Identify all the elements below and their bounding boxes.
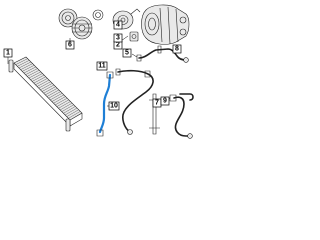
callout-5: 5 (122, 48, 132, 58)
callout-8-label: 8 (175, 46, 179, 53)
condenser-fin (56, 99, 69, 107)
callout-1: 1 (3, 48, 13, 58)
callout-1-label: 1 (6, 50, 10, 57)
condenser-fin (43, 86, 56, 94)
callout-6-label: 6 (68, 42, 72, 49)
condenser-fin (50, 93, 63, 101)
condenser-fin (66, 109, 79, 117)
condenser-fin (38, 81, 51, 89)
suction-hose-part (115, 68, 154, 135)
hose-assembly-part (169, 93, 194, 139)
condenser-fin (28, 71, 41, 79)
callout-4-label: 4 (116, 22, 120, 29)
liquid-line-highlight (98, 73, 112, 134)
condenser-fin (32, 74, 45, 82)
condenser-fin (61, 104, 74, 112)
condenser-fin (35, 78, 48, 85)
callout-11: 11 (96, 61, 108, 71)
liquid-line-part (96, 71, 114, 137)
callout-2-label: 2 (116, 42, 120, 49)
callout-7-label: 7 (155, 100, 159, 107)
callout-9-label: 9 (163, 98, 167, 105)
callout-9: 9 (160, 96, 170, 106)
condenser-fin (36, 79, 50, 87)
condenser-fin (25, 68, 38, 75)
condenser-fin (33, 76, 46, 84)
condenser-fin (58, 101, 71, 109)
condenser-fin (41, 84, 55, 92)
fitting-part (129, 31, 139, 42)
callout-4: 4 (113, 20, 123, 30)
bearing-part (92, 9, 104, 21)
condenser-fin (68, 111, 81, 119)
condenser-fin (23, 66, 36, 74)
condenser-fin (53, 96, 66, 104)
condenser-fin (40, 83, 53, 90)
condenser-part (8, 56, 83, 132)
ac-parts-diagram: 1 2 3 4 5 6 7 8 9 10 11 (3, 4, 194, 139)
condenser-fin (63, 106, 76, 114)
callout-3-label: 3 (116, 35, 120, 42)
clutch-plate-part (58, 8, 78, 28)
condenser-fin (22, 65, 35, 72)
condenser-fin (30, 73, 43, 80)
condenser-fin (48, 91, 61, 99)
callout-3: 3 (113, 33, 123, 43)
condenser-fin (45, 88, 58, 96)
callout-10-label: 10 (110, 103, 118, 110)
condenser-fin (60, 102, 73, 111)
callout-7: 7 (152, 98, 162, 108)
callout-11-label: 11 (98, 63, 106, 70)
condenser-fin (27, 70, 40, 77)
compressor-part (141, 4, 190, 45)
condenser-fin (15, 58, 28, 65)
condenser-fin (55, 98, 68, 106)
callout-6: 6 (65, 40, 75, 50)
condenser-fin (46, 89, 60, 97)
callout-8: 8 (172, 44, 182, 54)
callout-10: 10 (108, 101, 120, 111)
pulley-part (71, 16, 93, 40)
condenser-fin (51, 94, 64, 102)
condenser-fin (18, 61, 32, 69)
condenser-fin (64, 107, 78, 116)
callout-5-label: 5 (125, 50, 129, 57)
discharge-hose-part (136, 45, 189, 63)
condenser-fin (20, 63, 33, 70)
condenser-fin (17, 60, 30, 67)
